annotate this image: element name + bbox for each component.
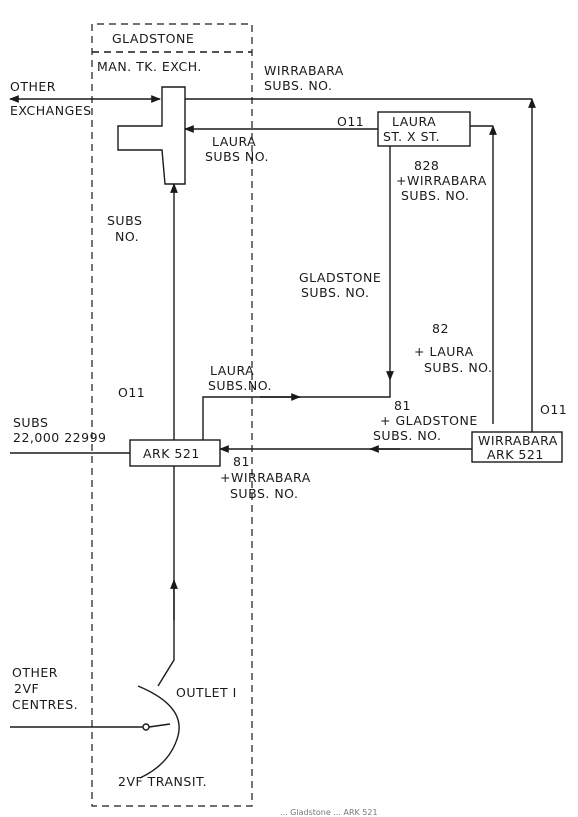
outlet-label: OUTLET I bbox=[176, 685, 237, 700]
laura-subsno-label-1: LAURA bbox=[210, 363, 254, 378]
code-011-left: O11 bbox=[118, 385, 145, 400]
ark521-box bbox=[129, 439, 221, 467]
n81-wirrabara-subs-label: SUBS. NO. bbox=[230, 486, 298, 501]
other-2vf-label-2: 2VF bbox=[14, 681, 39, 696]
gladstone-subs-label-2: SUBS. NO. bbox=[301, 285, 369, 300]
figure-caption: ... Gladstone ... ARK 521 bbox=[280, 808, 378, 817]
gladstone-subs-label-1: GLADSTONE bbox=[299, 270, 381, 285]
code-011-right: O11 bbox=[540, 402, 567, 417]
n82-label: 82 bbox=[432, 321, 449, 336]
n82-subs-label: SUBS. NO. bbox=[424, 360, 492, 375]
ark521-label: ARK 521 bbox=[143, 446, 200, 461]
wirrabara-ark-label-1: WIRRABARA bbox=[478, 433, 558, 448]
laura-st-label-2: ST. X ST. bbox=[383, 129, 440, 144]
wirrabara-subs-label-2: SUBS. NO. bbox=[264, 78, 332, 93]
n828-subs-label: SUBS. NO. bbox=[401, 188, 469, 203]
subs-no-label-1: SUBS bbox=[107, 213, 142, 228]
n81-left-label: 81 bbox=[233, 454, 250, 469]
2vf-contact bbox=[142, 723, 150, 731]
code-011-top: O11 bbox=[337, 114, 364, 129]
n82-laura-label: + LAURA bbox=[414, 344, 474, 359]
wirrabara-subs-label-1: WIRRABARA bbox=[264, 63, 344, 78]
other-label: OTHER bbox=[10, 79, 56, 94]
laura-st-label-1: LAURA bbox=[392, 114, 436, 129]
wirrabara-ark-label-2: ARK 521 bbox=[487, 447, 544, 462]
laura-subs-label-1: LAURA bbox=[212, 134, 256, 149]
wirrabara-ark-box bbox=[471, 431, 563, 463]
other-2vf-label-3: CENTRES. bbox=[12, 697, 78, 712]
subs-no-label-2: NO. bbox=[115, 229, 139, 244]
n81-gladstone-label: + GLADSTONE bbox=[380, 413, 478, 428]
other-2vf-label-1: OTHER bbox=[12, 665, 58, 680]
2vf-transit-label: 2VF TRANSIT. bbox=[118, 774, 207, 789]
subs-range-label-1: SUBS bbox=[13, 415, 48, 430]
gladstone-label: GLADSTONE bbox=[112, 31, 194, 46]
n828-wirrabara-label: +WIRRABARA bbox=[396, 173, 487, 188]
n81-wirrabara-label: +WIRRABARA bbox=[220, 470, 311, 485]
exchanges-label: EXCHANGES bbox=[10, 103, 92, 118]
gladstone-boundary bbox=[91, 23, 253, 807]
2vf-switch-arc bbox=[137, 685, 180, 779]
n81-subs-label: SUBS. NO. bbox=[373, 428, 441, 443]
laura-subsno-label-2: SUBS.NO. bbox=[208, 378, 272, 393]
subs-range-label-2: 22,000 22999 bbox=[13, 430, 106, 445]
transit-to-ark-link bbox=[157, 466, 175, 687]
man-tk-exch-label: MAN. TK. EXCH. bbox=[97, 59, 202, 74]
n828-label: 828 bbox=[414, 158, 439, 173]
laura-subs-label-2: SUBS NO. bbox=[205, 149, 269, 164]
n81-right-label: 81 bbox=[394, 398, 411, 413]
2vf-contact-arm bbox=[148, 723, 171, 728]
manual-trunk-exchange-symbol bbox=[117, 86, 186, 185]
laura-step-box bbox=[377, 111, 471, 147]
